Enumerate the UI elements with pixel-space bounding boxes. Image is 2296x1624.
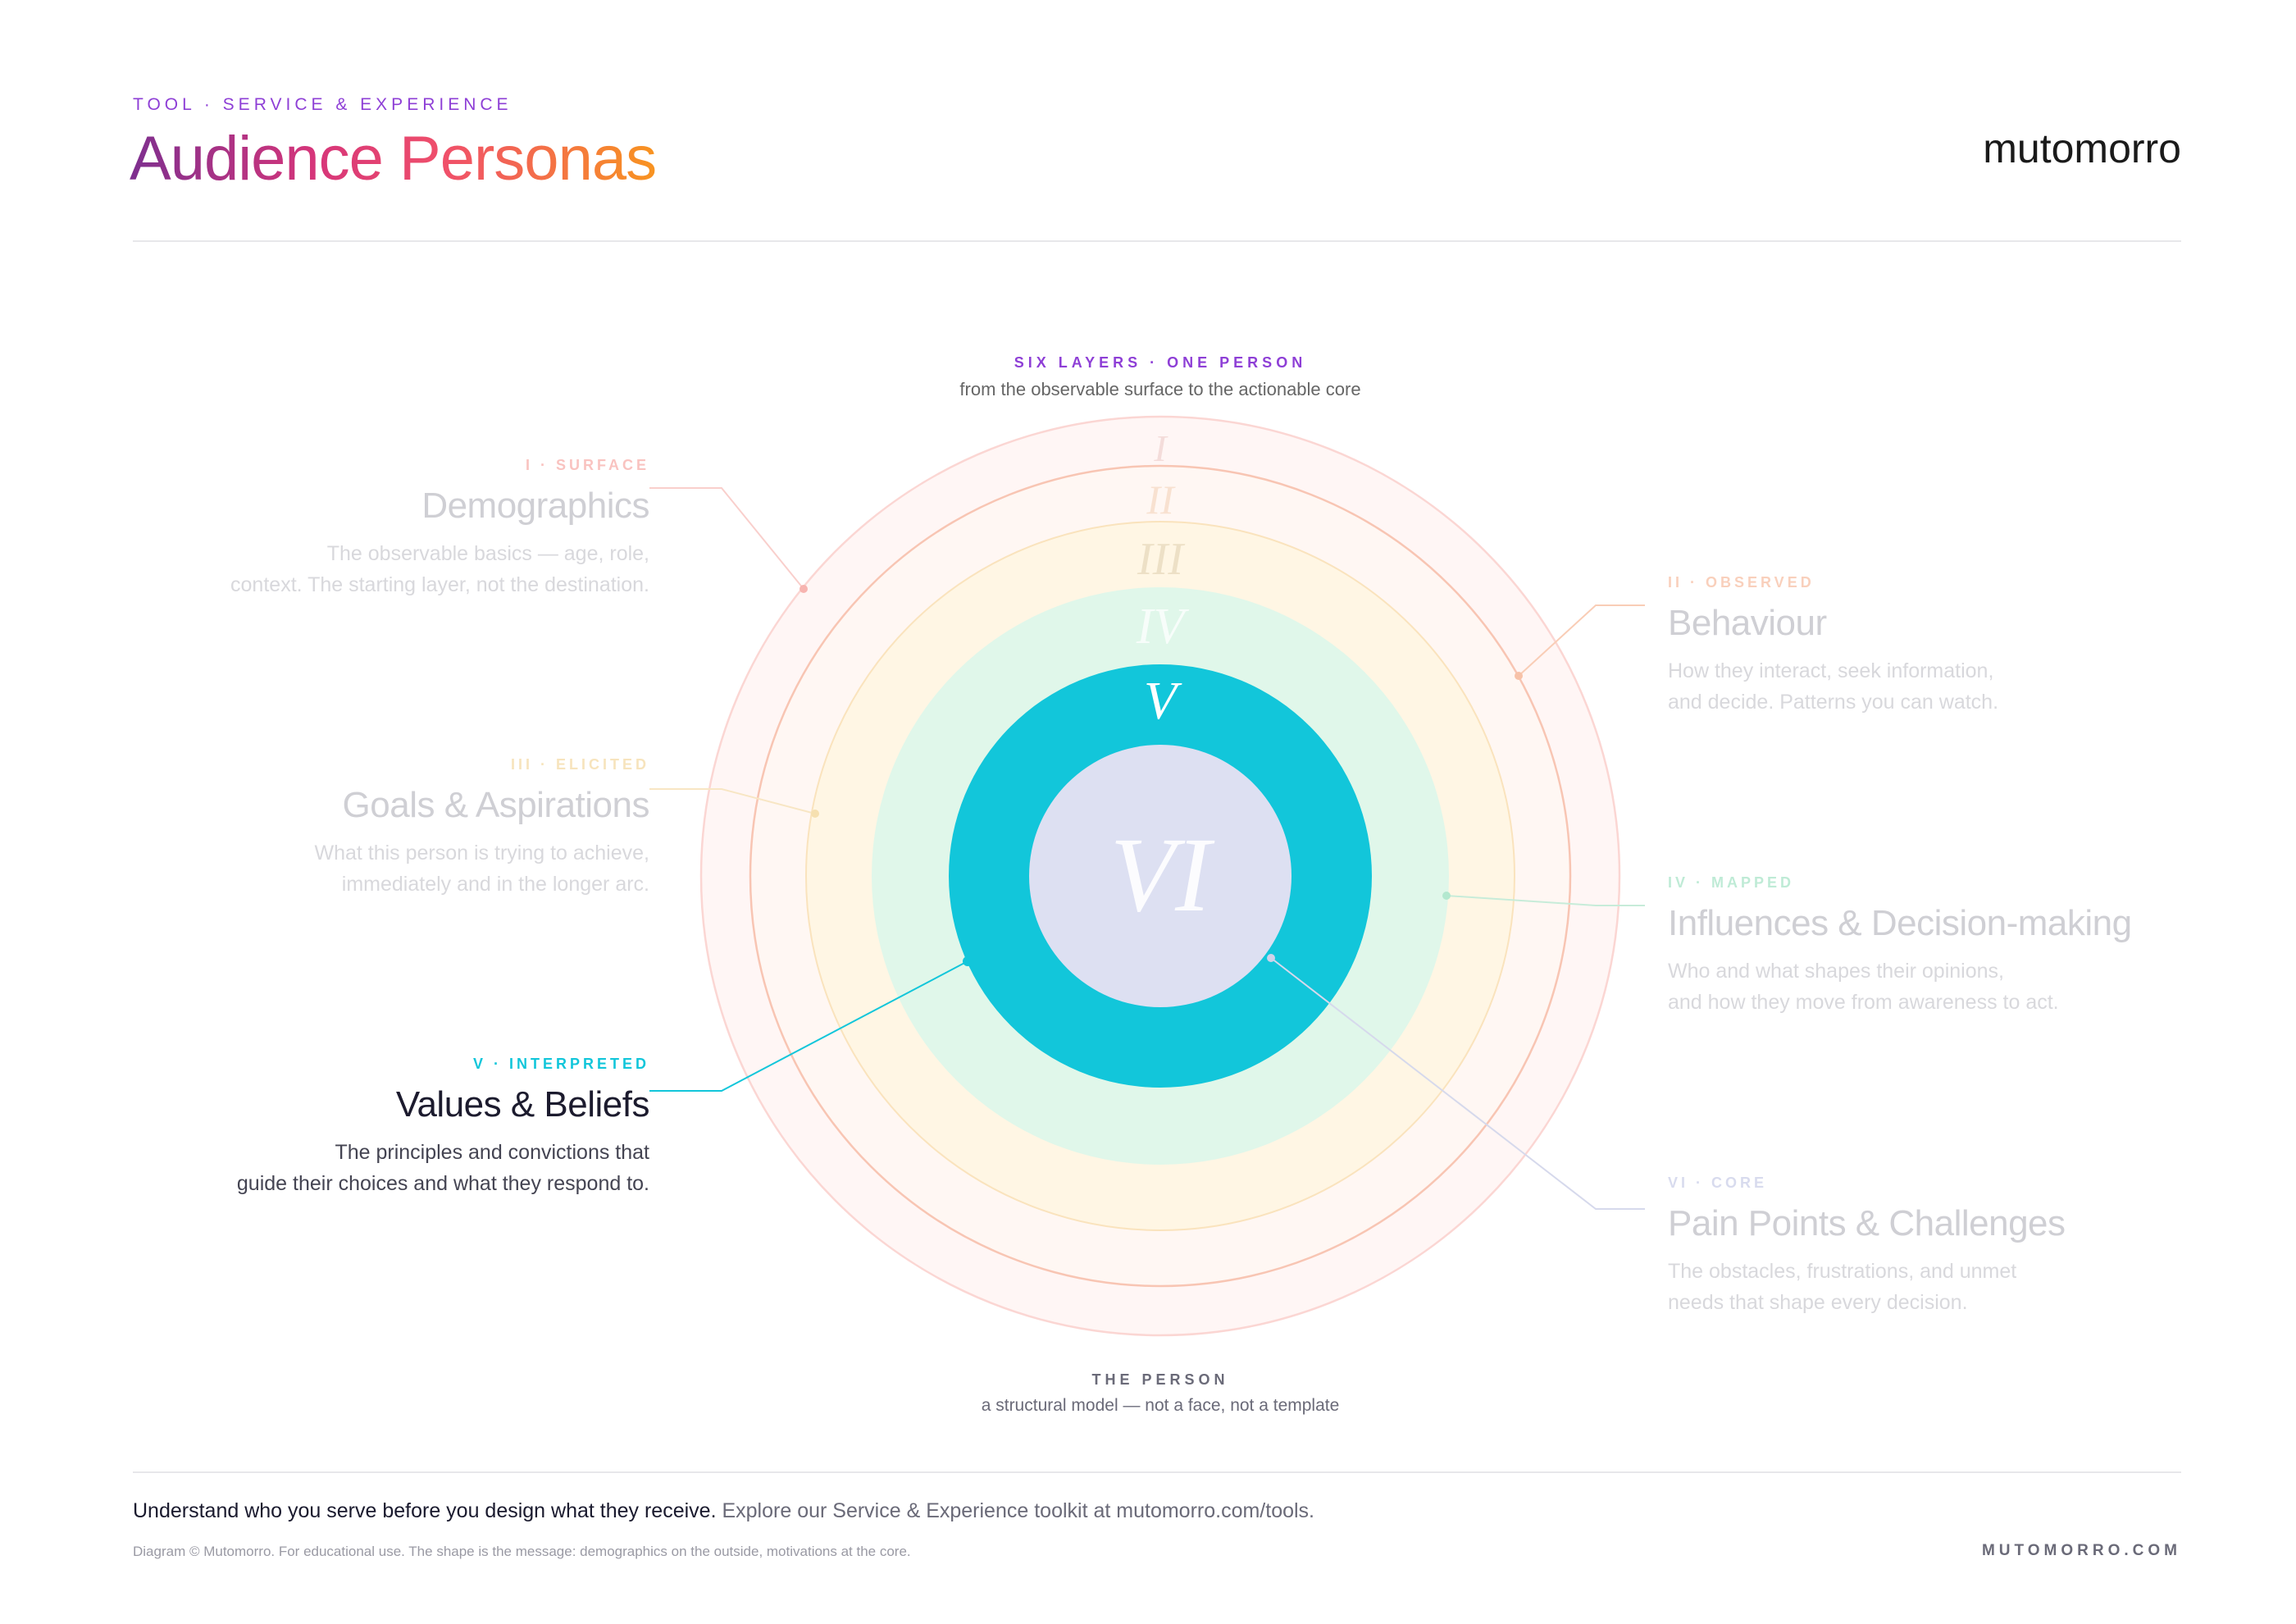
leader-line-influences [1446,895,1645,906]
numeral-V: V [1144,671,1182,731]
leader-line-demographics [649,487,804,590]
footer-cta: Understand who you serve before you desi… [133,1499,1314,1523]
layer-name: Demographics [421,486,649,526]
layer-description: What this person is trying to achieve,im… [314,842,649,896]
layer-tag: III · ELICITED [510,756,649,773]
layer-name: Goals & Aspirations [342,785,650,825]
leader-dot-demographics [800,585,808,593]
layer-tag: II · OBSERVED [1668,574,1815,591]
layer-tag: I · SURFACE [525,457,649,473]
layer-name: Influences & Decision-making [1668,903,2132,943]
diagram-bottom-subtitle: a structural model — not a face, not a t… [981,1396,1340,1415]
layer-name: Behaviour [1668,603,1827,643]
leader-dot-pain-points [1267,954,1275,962]
diagram-bottom-kicker: THE PERSON [1091,1371,1229,1388]
leader-dot-behaviour [1515,672,1523,680]
numeral-VI: VI [1110,816,1215,934]
layer-pain-points-challenges[interactable]: VI · CORE Pain Points & Challenges The o… [1668,1175,2176,1318]
layer-description: The observable basics — age, role,contex… [230,542,649,596]
leader-dot-goals [811,810,819,818]
layer-name: Pain Points & Challenges [1668,1203,2066,1243]
header-divider [133,240,2181,242]
layer-influences-decision-making[interactable]: IV · MAPPED Influences & Decision-making… [1668,874,2242,1018]
numeral-I: I [1153,427,1168,469]
layer-description: Who and what shapes their opinions,and h… [1668,960,2059,1014]
layer-behaviour[interactable]: II · OBSERVED Behaviour How they interac… [1668,574,2176,718]
footer-divider [133,1471,2181,1473]
footer-rest[interactable]: Explore our Service & Experience toolkit… [716,1499,1314,1522]
footer-copyright: Diagram © Mutomorro. For educational use… [133,1544,911,1559]
footer-lead: Understand who you serve before you desi… [133,1499,717,1522]
diagram-top-subtitle: from the observable surface to the actio… [959,379,1361,399]
numeral-II: II [1146,477,1176,522]
leader-dot-influences [1442,892,1451,900]
layer-values-beliefs[interactable]: V · INTERPRETED Values & Beliefs The pri… [141,1056,650,1199]
layer-description: How they interact, seek information,and … [1668,659,1999,714]
leader-line-goals [649,788,816,814]
layer-tag: V · INTERPRETED [472,1056,649,1072]
numeral-III: III [1137,534,1185,585]
layer-tag: IV · MAPPED [1668,874,1795,891]
ring-VI-core [1029,745,1292,1007]
brand-logo[interactable]: mutomorro [1983,125,2181,171]
layer-tag: VI · CORE [1668,1175,1768,1191]
numeral-IV: IV [1136,599,1190,655]
leader-dot-values [963,956,973,966]
layer-demographics[interactable]: I · SURFACE Demographics The observable … [141,457,649,600]
leader-line-values [649,960,968,1092]
leader-line-pain-points [1270,957,1645,1210]
eyebrow-label: TOOL · SERVICE & EXPERIENCE [133,95,512,114]
leader-line-behaviour [1518,604,1645,677]
diagram-top-kicker: SIX LAYERS · ONE PERSON [1014,354,1307,371]
layer-name: Values & Beliefs [395,1084,650,1124]
page-title: Audience Personas [130,124,657,194]
layer-goals-aspirations[interactable]: III · ELICITED Goals & Aspirations What … [141,756,649,900]
footer-url[interactable]: MUTOMORRO.COM [1981,1542,2181,1559]
